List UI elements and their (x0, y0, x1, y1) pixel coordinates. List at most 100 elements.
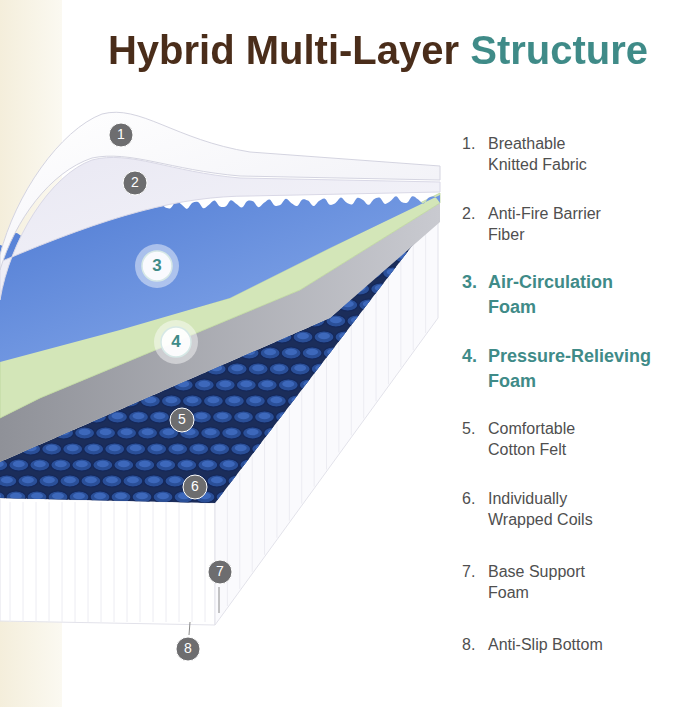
quilt-line (338, 340, 339, 452)
layer-name: Breathable Knitted Fabric (488, 133, 614, 175)
coil-top (327, 349, 339, 355)
coil-top (330, 317, 342, 323)
coil (249, 475, 269, 487)
coil (311, 363, 331, 375)
quilt-line (227, 489, 228, 606)
coil (236, 379, 256, 391)
coil-top (220, 493, 232, 499)
coil (371, 283, 391, 295)
coil (0, 491, 5, 503)
coil (219, 459, 239, 471)
circle-fill (161, 327, 191, 357)
coil (161, 395, 181, 407)
quilt-line (166, 502, 167, 622)
quilt-line (326, 357, 327, 470)
quilt-line (140, 502, 141, 622)
coil-top (34, 461, 46, 467)
coil (126, 443, 146, 455)
coil (84, 443, 104, 455)
coil (302, 347, 322, 359)
list-number: 2. (462, 203, 475, 224)
coil (132, 491, 152, 503)
callout-number: 3 (152, 257, 161, 276)
coil-top (232, 477, 244, 483)
coil (81, 475, 101, 487)
circle-fill (183, 475, 207, 499)
quilt-line (49, 502, 50, 622)
coil-top (106, 477, 118, 483)
glow-halo (154, 320, 198, 364)
coil-top (324, 381, 336, 387)
coil (63, 443, 83, 455)
coil-top (247, 429, 259, 435)
coil (51, 459, 71, 471)
coil-top (408, 269, 420, 275)
coil-top (163, 429, 175, 435)
coil (105, 443, 125, 455)
coil-top (193, 445, 205, 451)
coil (273, 443, 293, 455)
circle-fill (170, 408, 194, 432)
coil (210, 443, 230, 455)
coil-top (264, 349, 276, 355)
coil-top (67, 445, 79, 451)
coil-top (280, 413, 292, 419)
coil (261, 459, 281, 471)
coil-top (228, 397, 240, 403)
coil-top (88, 445, 100, 451)
coil-top (22, 477, 34, 483)
layer-name: Individually Wrapped Coils (488, 488, 614, 530)
coil (439, 219, 459, 231)
coil (228, 475, 248, 487)
coil-top (241, 493, 253, 499)
coil (48, 491, 68, 503)
quilt-line (376, 291, 377, 402)
knit-fabric-sheet (0, 112, 440, 270)
coil-top (139, 461, 151, 467)
coil (264, 427, 284, 439)
coil-top (238, 413, 250, 419)
coil (165, 475, 185, 487)
coil (368, 315, 388, 327)
leader-line (189, 622, 190, 635)
coil-top (115, 493, 127, 499)
list-number: 1. (462, 133, 475, 154)
coil (150, 411, 170, 423)
quilt-line (75, 502, 76, 622)
coil-top (165, 397, 177, 403)
leader-line (219, 587, 220, 613)
coil-top (219, 381, 231, 387)
coil-top (372, 317, 384, 323)
coil-top (318, 333, 330, 339)
coil-top (169, 477, 181, 483)
coil (240, 459, 260, 471)
coil-top (265, 461, 277, 467)
callout-number: 5 (178, 412, 186, 427)
list-number: 6. (462, 488, 475, 509)
coil-top (431, 237, 443, 243)
coil-top (127, 477, 139, 483)
quilt-line (179, 502, 180, 622)
coil (314, 331, 334, 343)
coil-top (198, 381, 210, 387)
callout-circle: 4 (161, 327, 191, 357)
quilt-line (400, 258, 401, 368)
quilt-line (289, 407, 290, 521)
list-number: 3. (462, 270, 477, 295)
coil (278, 379, 298, 391)
coil-top (223, 461, 235, 467)
coil-top (253, 477, 265, 483)
coil-top (306, 349, 318, 355)
coil-top (136, 493, 148, 499)
coil (39, 475, 59, 487)
coil (117, 427, 137, 439)
coil-top (133, 413, 145, 419)
coil-top (252, 365, 264, 371)
callout-circle: 5 (170, 408, 194, 432)
title: Hybrid Multi-Layer Structure (108, 28, 648, 73)
quilt-line (264, 440, 265, 555)
coil (72, 459, 92, 471)
coil (252, 443, 272, 455)
coil-top (312, 397, 324, 403)
coil (222, 427, 242, 439)
